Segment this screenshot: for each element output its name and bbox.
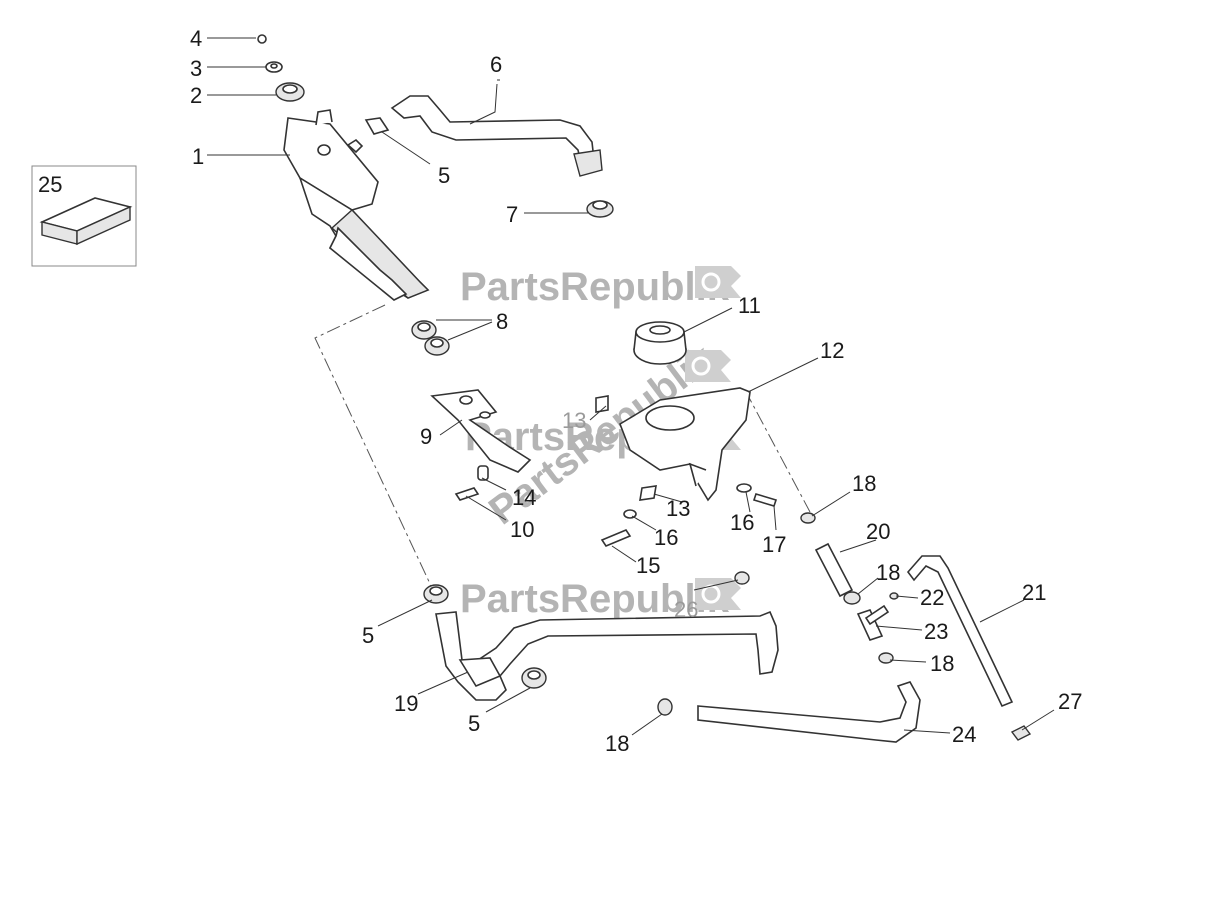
callout-11: 11 xyxy=(738,293,761,318)
part-clamp-7 xyxy=(586,200,614,218)
part-expansion-tank-1 xyxy=(283,109,430,301)
callout-18-d: 18 xyxy=(605,731,629,756)
part-washer-16-right xyxy=(736,483,752,493)
callout-5-upper-left: 5 xyxy=(362,623,374,648)
callout-8: 8 xyxy=(496,309,508,334)
callout-20: 20 xyxy=(866,519,890,544)
gear-flag-icon xyxy=(695,578,741,610)
part-clip-13-lower xyxy=(639,485,657,501)
assembly-line-tank-to-hose xyxy=(314,304,433,589)
callout-15: 15 xyxy=(636,553,660,578)
callout-13-upper: 13 xyxy=(562,408,586,433)
gear-flag-icon xyxy=(685,350,731,382)
part-washer-3 xyxy=(265,61,283,73)
callout-4: 4 xyxy=(190,26,202,51)
callout-18-c: 18 xyxy=(930,651,954,676)
callout-2: 2 xyxy=(190,83,202,108)
callout-18-a: 18 xyxy=(852,471,876,496)
part-bracket-9 xyxy=(430,389,532,473)
callout-23: 23 xyxy=(924,619,948,644)
callout-27: 27 xyxy=(1058,689,1082,714)
part-cap-11 xyxy=(633,321,687,365)
watermark-text-1: PartsRepublik xyxy=(460,265,730,309)
part-clamp-5-top xyxy=(364,117,390,135)
callout-16-left: 16 xyxy=(654,525,678,550)
callout-6: 6 xyxy=(490,52,502,77)
part-clamp-18-d xyxy=(657,698,673,716)
callout-18-b: 18 xyxy=(876,560,900,585)
callout-25: 25 xyxy=(38,172,62,197)
gear-flag-icon xyxy=(695,266,741,298)
callout-17: 17 xyxy=(762,532,786,557)
part-connector-23 xyxy=(856,604,890,641)
part-spacer-14 xyxy=(477,465,489,481)
part-grommets-8 xyxy=(411,320,450,356)
callout-5-top: 5 xyxy=(438,163,450,188)
callout-19: 19 xyxy=(394,691,418,716)
watermark-1: PartsRepublik xyxy=(460,265,741,309)
part-reservoir-12 xyxy=(619,387,751,502)
watermark-4: PartsRepublik xyxy=(460,577,741,621)
part-clamp-5-lower xyxy=(521,667,547,689)
callout-labels: 4 3 2 1 25 6 5 7 8 9 14 10 11 12 13 13 1… xyxy=(38,26,1082,756)
part-clip-13-upper xyxy=(595,395,609,413)
part-hose-24 xyxy=(697,681,921,743)
callout-1: 1 xyxy=(192,144,204,169)
callout-14: 14 xyxy=(512,485,536,510)
part-hose-20 xyxy=(814,542,854,598)
part-hose-21 xyxy=(906,555,1014,708)
callout-7: 7 xyxy=(506,202,518,227)
part-clamp-26 xyxy=(734,571,750,585)
watermark-text-4: PartsRepublik xyxy=(460,577,730,621)
part-kit-25 xyxy=(39,197,133,246)
callout-12: 12 xyxy=(820,338,844,363)
callout-13-lower: 13 xyxy=(666,496,690,521)
callout-5-lower: 5 xyxy=(468,711,480,736)
callout-16-right: 16 xyxy=(730,510,754,535)
part-bolt-17 xyxy=(752,493,778,507)
part-hose-6 xyxy=(390,95,603,177)
callout-21: 21 xyxy=(1022,580,1046,605)
kit-frame xyxy=(31,165,137,267)
part-clamp-18-c xyxy=(878,652,894,664)
part-hose-19 xyxy=(435,610,779,701)
part-27 xyxy=(1010,725,1032,741)
callout-3: 3 xyxy=(190,56,202,81)
part-clamp-5-upper-left xyxy=(423,584,449,604)
part-grommet-2 xyxy=(275,82,305,102)
part-screw-4 xyxy=(257,34,267,44)
callout-24: 24 xyxy=(952,722,976,747)
part-clamp-18-a xyxy=(800,512,816,524)
callout-26: 26 xyxy=(674,597,698,622)
callout-10: 10 xyxy=(510,517,534,542)
leader-lines xyxy=(207,37,1055,736)
part-bolt-10 xyxy=(454,487,480,501)
part-clamp-18-b xyxy=(843,591,861,605)
assembly-line-tank-to-cap xyxy=(744,389,811,513)
part-bolt-15 xyxy=(600,529,632,547)
callout-9: 9 xyxy=(420,424,432,449)
callout-22: 22 xyxy=(920,585,944,610)
part-washer-16-left xyxy=(623,509,637,519)
